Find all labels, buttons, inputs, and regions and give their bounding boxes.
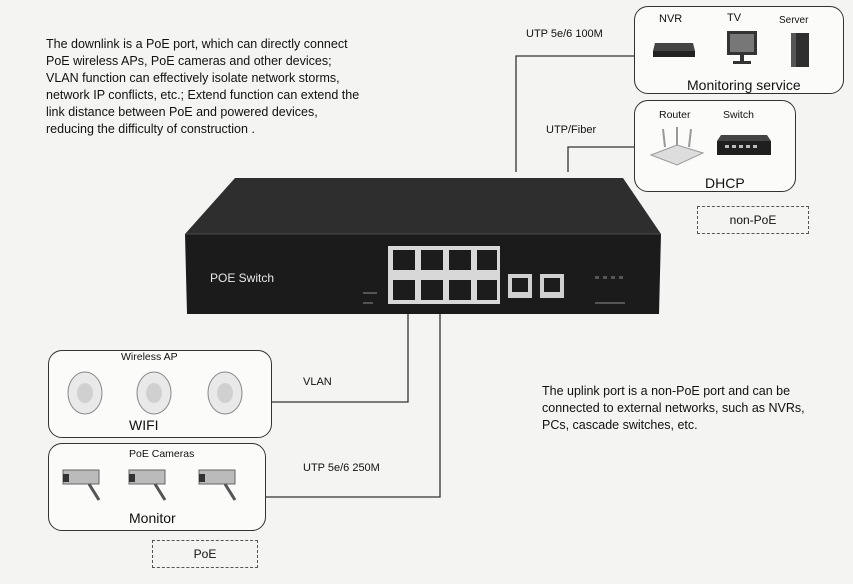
monitor-caption: Monitor (129, 510, 176, 526)
wifi-caption: WIFI (129, 417, 159, 433)
link-label-utp-250m: UTP 5e/6 250M (303, 462, 380, 474)
link-label-utp-fiber: UTP/Fiber (546, 124, 597, 136)
dhcp-box: Router Switch DHCP (634, 100, 796, 192)
poe-cameras-title: PoE Cameras (129, 448, 195, 460)
poe-cameras-box: PoE Cameras Monitor (48, 443, 266, 531)
device-label-tv: TV (727, 12, 742, 24)
device-label-nvr: NVR (659, 13, 683, 25)
switch-label: POE Switch (210, 271, 275, 285)
link-label-utp-100m: UTP 5e/6 100M (526, 28, 603, 40)
switch-icon (717, 135, 771, 155)
monitoring-service-box: NVR TV Server Monitoring service (634, 6, 844, 94)
device-label-server: Server (779, 15, 809, 26)
tv-icon (727, 31, 757, 64)
device-label-router: Router (659, 109, 691, 121)
poe-switch-illustration (185, 178, 661, 314)
wifi-box: Wireless AP WIFI (48, 350, 272, 438)
uplink-description: The uplink port is a non-PoE port and ca… (542, 384, 805, 432)
dhcp-caption: DHCP (705, 175, 745, 191)
device-label-switch: Switch (723, 109, 754, 121)
nvr-icon (653, 43, 695, 57)
monitoring-service-caption: Monitoring service (687, 77, 801, 93)
downlink-description: The downlink is a PoE port, which can di… (46, 37, 360, 136)
server-icon (791, 33, 809, 67)
link-label-vlan: VLAN (303, 376, 332, 388)
camera-icons (62, 469, 237, 501)
wireless-ap-icons (67, 371, 243, 415)
non-poe-tag: non-PoE (697, 206, 809, 234)
poe-tag: PoE (152, 540, 258, 568)
router-icon (649, 127, 705, 166)
wireless-ap-title: Wireless AP (121, 351, 178, 363)
